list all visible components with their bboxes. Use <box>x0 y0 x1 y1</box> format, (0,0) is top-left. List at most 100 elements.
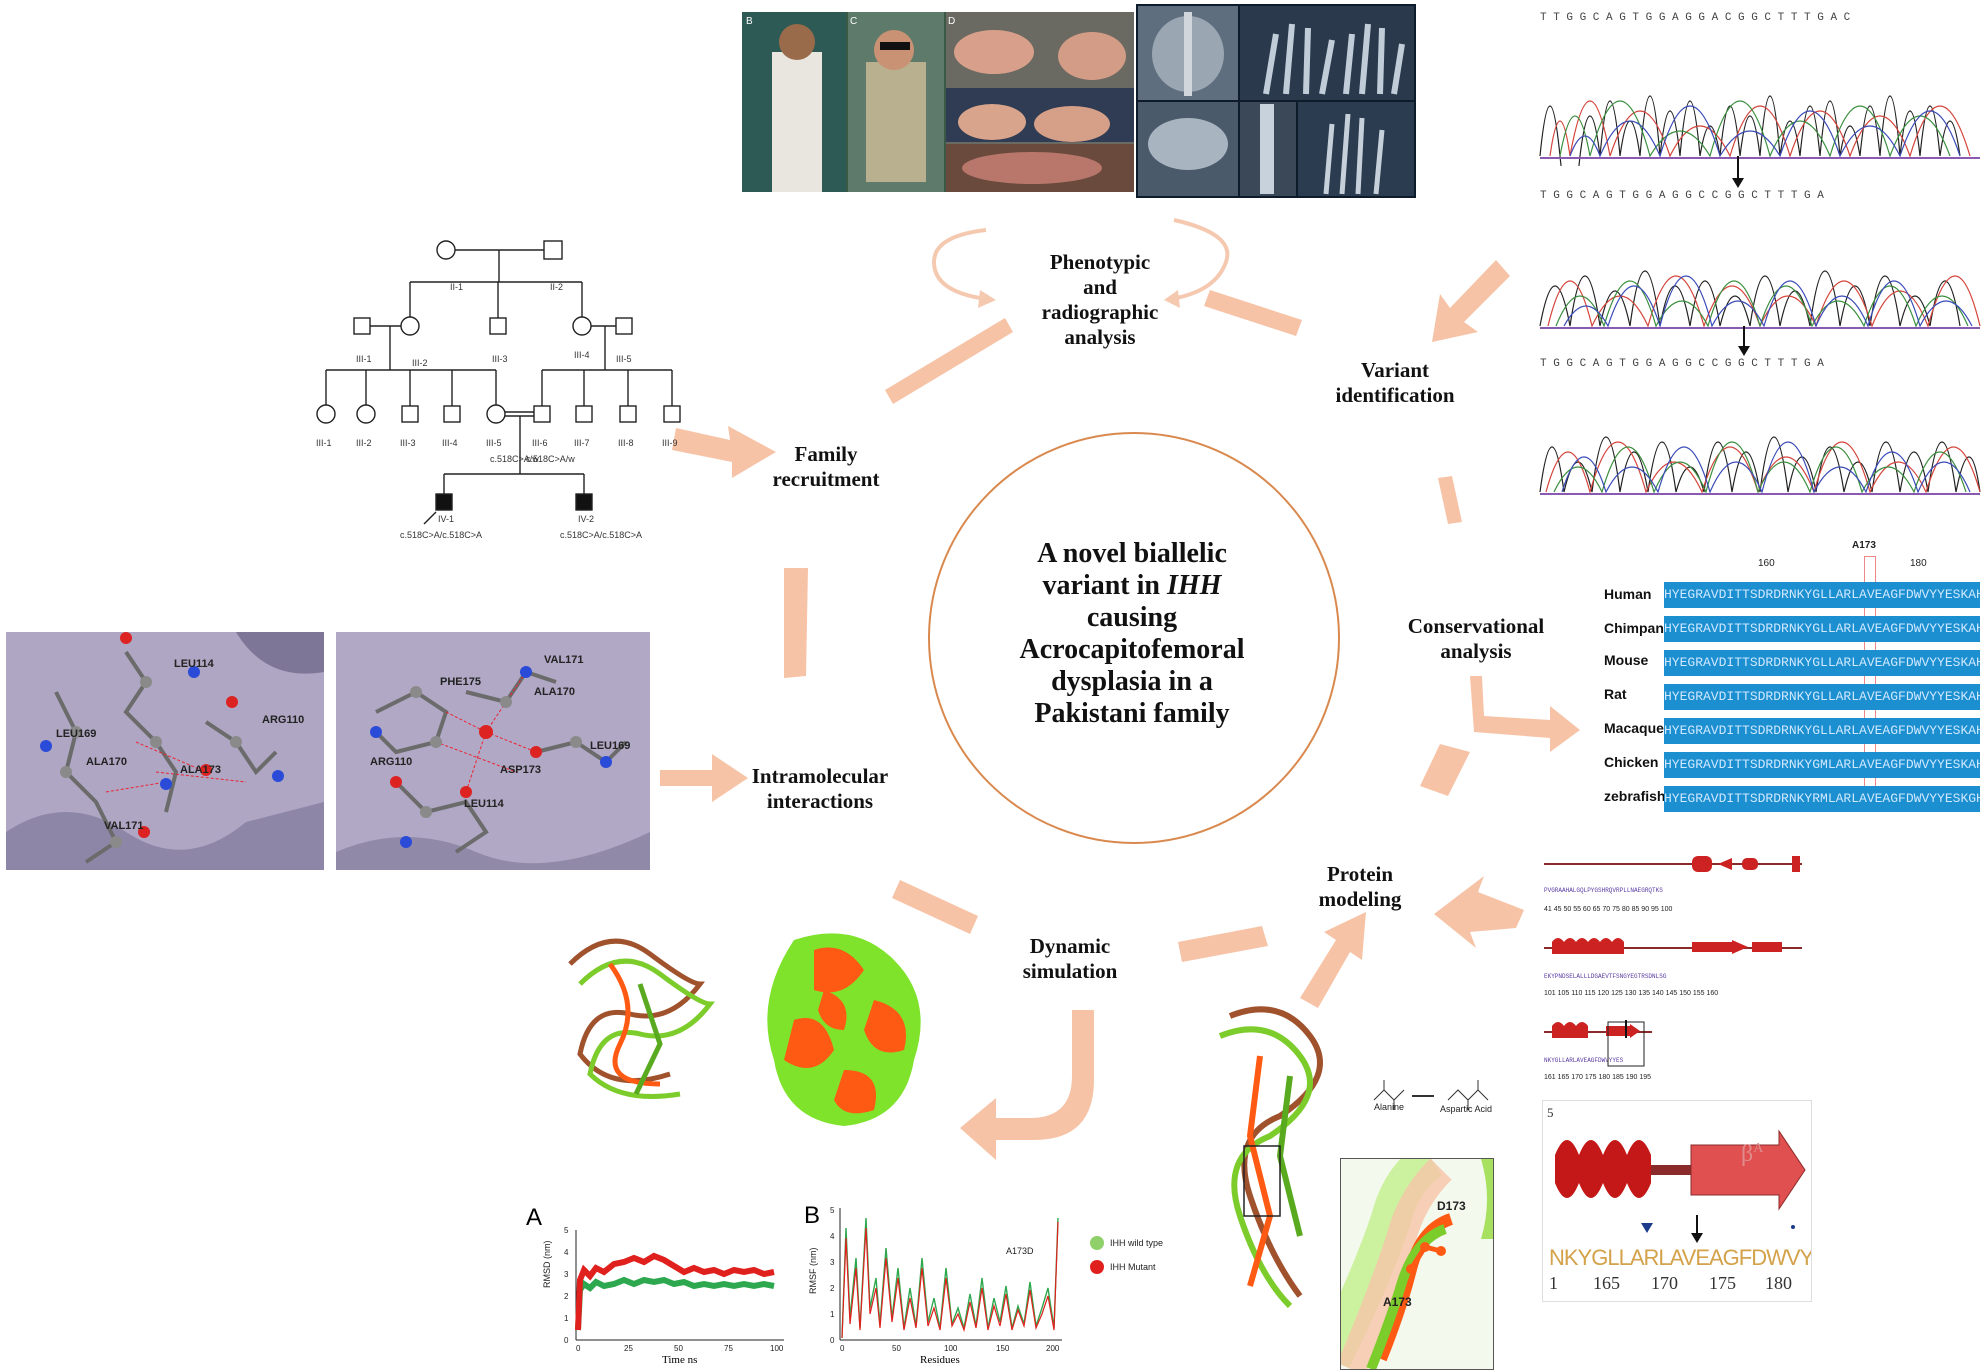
down-arrow-2 <box>1738 326 1750 356</box>
rmsf-chart <box>839 1208 1062 1341</box>
ped-label: III-8 <box>618 438 634 448</box>
residue-label: LEU169 <box>56 728 97 740</box>
protein-surface-superposition <box>767 933 921 1126</box>
arc-segment-right-lower <box>1420 744 1470 796</box>
center-title: A novel biallelic variant in IHH causing… <box>960 538 1304 730</box>
arrow-to-family <box>672 426 776 478</box>
sequence-1: T T G G C A G T G G A G G A C G G C T T … <box>1540 12 1851 24</box>
sanger-chromatograms: T T G G C A G T G G A G G A C G G C T T … <box>1530 6 1984 506</box>
ped-label: III-2 <box>356 438 372 448</box>
alanine-label: Alanine <box>1374 1102 1405 1112</box>
zoom-tick: 175 <box>1709 1273 1736 1293</box>
residue-label: LEU114 <box>174 658 214 670</box>
curl-arrow-right <box>1173 218 1230 300</box>
arrow-up-to-protein <box>1300 912 1366 1008</box>
rmsf-ytick: 1 <box>830 1310 835 1319</box>
residue-label: VAL171 <box>544 654 584 666</box>
rmsd-xtick: 50 <box>674 1344 683 1353</box>
alignment-row: HYEGRAVDITTSDRDRNKYGLLARLAVEAGFDWVYYESKA… <box>1664 650 1980 676</box>
residue-label: ARG110 <box>370 756 413 768</box>
arrow-to-protein <box>1434 876 1524 948</box>
tick-160: 160 <box>1758 558 1775 569</box>
arc-segment-left <box>784 568 808 678</box>
alignment-row: HYEGRAVDITTSDRDRNKYGLLARLAVEAGFDWVYYESKA… <box>1664 582 1980 608</box>
xray-collage <box>1138 6 1414 196</box>
species-label: Rat <box>1604 686 1627 702</box>
chromatogram-1 <box>1539 95 1980 166</box>
ped-label: III-1 <box>316 438 332 448</box>
d173-label: D173 <box>1437 1199 1466 1213</box>
ped-label: III-7 <box>574 438 590 448</box>
species-label: zebrafish <box>1604 788 1666 804</box>
mutation-zoom-inset: D173 A173 <box>1340 1158 1494 1370</box>
residue-label: ARG110 <box>262 714 305 726</box>
topology-ruler-3: 161 165 170 175 180 185 190 195 <box>1544 1074 1652 1081</box>
photo-collage <box>742 12 1134 192</box>
species-label: Mouse <box>1604 652 1649 668</box>
ped-label: III-5 <box>486 438 502 448</box>
ped-label: III-3 <box>492 354 508 364</box>
species-label: Human <box>1604 586 1652 602</box>
arc-segment-bottom-right <box>1178 926 1268 962</box>
rmsd-y-label: RMSD (nm) <box>542 1240 552 1289</box>
ped-label: III-2 <box>412 358 428 368</box>
interaction-mutant: PHE175 VAL171 ALA170 LEU169 ARG110 ASP17… <box>336 632 650 870</box>
title-line-3: causing <box>1086 602 1178 633</box>
zoom-tick: 165 <box>1593 1273 1620 1293</box>
residue-label: ALA173 <box>180 764 221 776</box>
protein-ribbon-superposition <box>568 938 715 1099</box>
rmsd-ytick: 4 <box>564 1248 569 1257</box>
topology-ruler-2: 101 105 110 115 120 125 130 135 140 145 … <box>1544 990 1719 997</box>
svg-text:EKYPNDSELALLLDGAEVTFSNGYEGTRSD: EKYPNDSELALLLDGAEVTFSNGYEGTRSDNLSG <box>1544 973 1667 980</box>
arrow-to-intramolecular <box>660 754 748 802</box>
photo-label-b: B <box>746 16 753 27</box>
title-line-4: Acrocapitofemoral <box>1019 634 1245 665</box>
chromatogram-2 <box>1539 270 1981 329</box>
legend-swatch-wild <box>1090 1236 1104 1250</box>
species-label: Chicken <box>1604 754 1659 770</box>
svg-text:NKYGLLARLAVEAGFDWVYYES: NKYGLLARLAVEAGFDWVYYES <box>1544 1057 1624 1064</box>
arc-segment-bottom-left <box>892 880 978 934</box>
topology-zoom-render <box>1555 1129 1806 1243</box>
zoom-tick: 1 <box>1549 1273 1558 1293</box>
title-line-2: variant in IHH <box>1042 570 1222 601</box>
arrow-to-alignment <box>1470 676 1580 752</box>
ped-label: III-1 <box>356 354 372 364</box>
aspartic-label: Aspartic Acid <box>1440 1104 1493 1114</box>
rmsf-ytick: 5 <box>830 1206 835 1215</box>
ped-label: III-5 <box>616 354 632 364</box>
protein-model-ribbon <box>1218 1006 1323 1309</box>
md-legend: IHH wild type IHH Mutant <box>1090 1236 1230 1276</box>
svg-text:PVGRAAHALGQLPYGSHRQVRPLLNAEGRQ: PVGRAAHALGQLPYGSHRQVRPLLNAEGRQTKS <box>1544 887 1663 894</box>
rmsf-panel-label: B <box>804 1202 821 1229</box>
legend-swatch-mutant <box>1090 1260 1104 1274</box>
rmsd-ytick: 0 <box>564 1336 569 1345</box>
residue-label: LEU114 <box>464 798 504 810</box>
rmsf-ytick: 2 <box>830 1284 835 1293</box>
photo-label-d: D <box>948 16 956 27</box>
patient-photos: B C D <box>742 12 1134 192</box>
rmsd-chart <box>575 1230 784 1341</box>
ped-label: III-3 <box>400 438 416 448</box>
photo-label-c: C <box>850 16 858 27</box>
pedigree-lines <box>316 240 681 525</box>
species-label: Chimpanzee <box>1604 620 1687 636</box>
residue-label: LEU169 <box>590 740 631 752</box>
tick-a173: A173 <box>1852 540 1876 551</box>
secondary-structure-topology: PVGRAAHALGQLPYGSHRQVRPLLNAEGRQTKS EKYPND… <box>1542 850 1804 1090</box>
genotype-label: c.518C>A/c.518C>A <box>560 530 643 540</box>
ped-label: III-9 <box>662 438 678 448</box>
genotype-label: c.518C>A/w <box>490 454 539 464</box>
rmsf-y-label: RMSF (nm) <box>808 1247 818 1295</box>
tick-180: 180 <box>1910 558 1927 569</box>
legend-wild-label: IHH wild type <box>1110 1238 1164 1248</box>
rmsd-xtick: 0 <box>576 1344 581 1353</box>
topology-zoom: 5 βA NKYGLLARLAVEAGFDWVYYE 1 165 170 175… <box>1542 1100 1812 1302</box>
title-line-6: Pakistani family <box>1034 698 1230 729</box>
genotype-label: c.518C>A/w <box>526 454 575 464</box>
rmsf-ytick: 3 <box>830 1258 835 1267</box>
residue-label: ASP173 <box>500 764 541 776</box>
